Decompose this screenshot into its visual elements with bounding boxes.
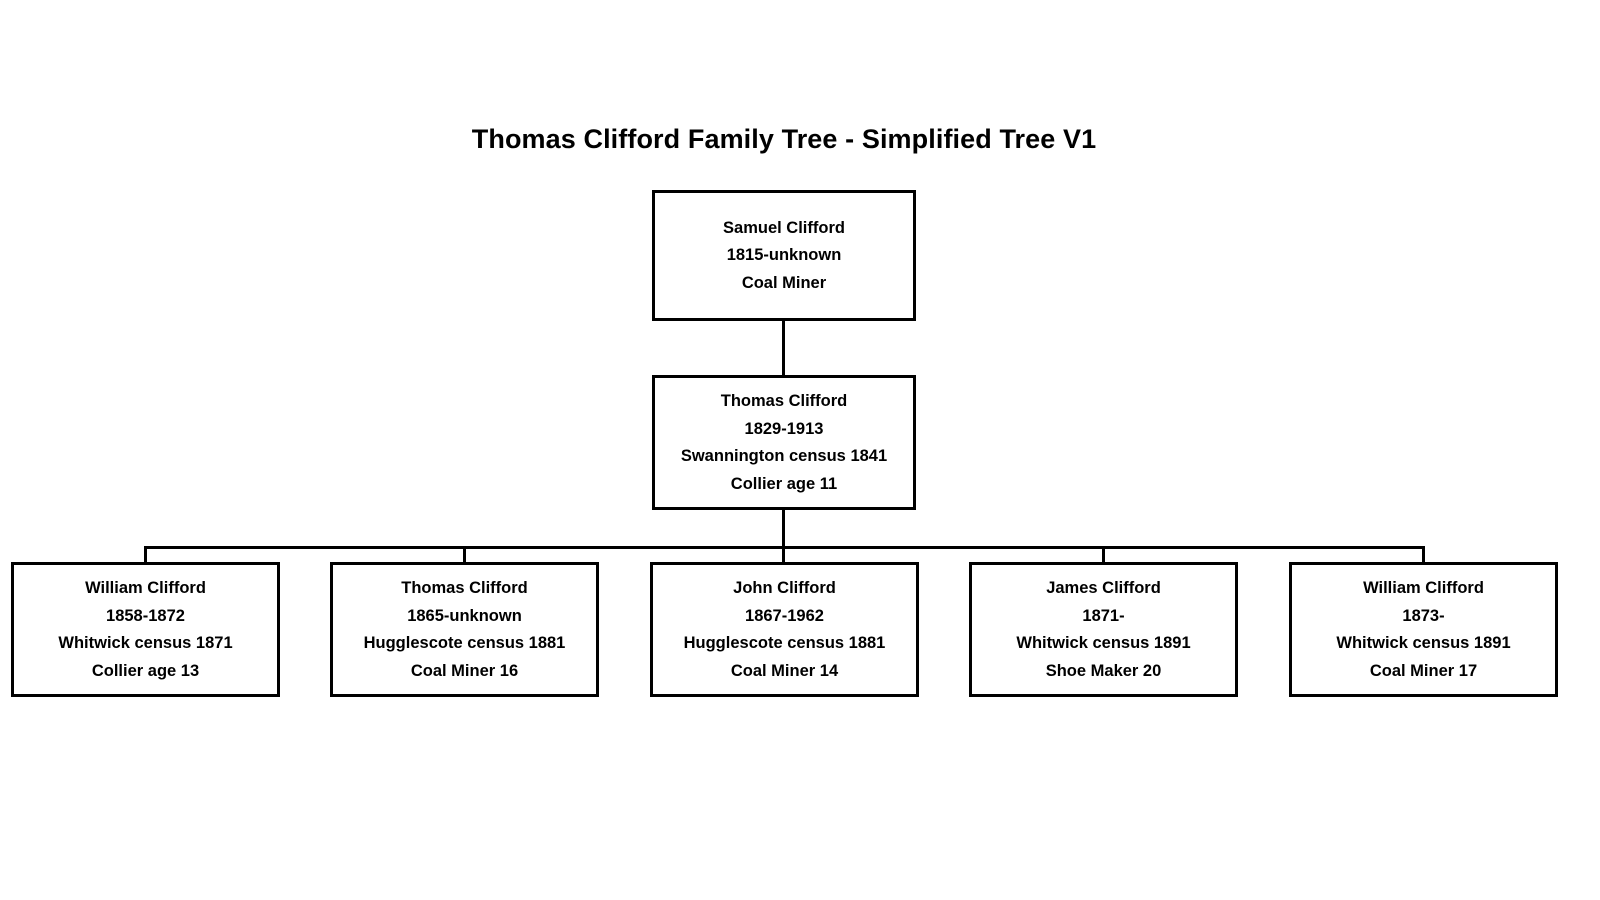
node-occupation: Collier age 13	[91, 661, 200, 680]
node-dates: 1829-1913	[744, 419, 824, 438]
node-samuel-clifford[interactable]: Samuel Clifford 1815-unknown Coal Miner	[652, 190, 916, 321]
connector-drop-child-3	[782, 546, 785, 562]
node-james-clifford-1871[interactable]: James Clifford 1871- Whitwick census 189…	[969, 562, 1238, 697]
node-dates: 1815-unknown	[726, 246, 842, 265]
node-dates: 1865-unknown	[407, 606, 522, 625]
node-john-clifford-1867[interactable]: John Clifford 1867-1962 Hugglescote cens…	[650, 562, 919, 697]
node-thomas-clifford[interactable]: Thomas Clifford 1829-1913 Swannington ce…	[652, 375, 916, 510]
node-dates: 1858-1872	[106, 606, 185, 625]
node-dates: 1867-1962	[745, 606, 824, 625]
node-occupation: Shoe Maker 20	[1045, 661, 1162, 680]
connector-drop-child-2	[463, 546, 466, 562]
connector-gen2-stem	[782, 510, 785, 548]
node-occupation: Coal Miner 14	[730, 661, 839, 680]
node-thomas-clifford-1865[interactable]: Thomas Clifford 1865-unknown Hugglescote…	[330, 562, 599, 697]
node-name: Thomas Clifford	[720, 392, 848, 410]
node-occupation: Coal Miner	[741, 273, 827, 292]
node-dates: 1871-	[1082, 606, 1125, 625]
node-census: Whitwick census 1891	[1336, 634, 1511, 652]
node-census: Whitwick census 1871	[58, 634, 233, 652]
node-occupation: Collier age 11	[730, 474, 838, 493]
node-census: Hugglescote census 1881	[363, 634, 566, 652]
node-dates: 1873-	[1402, 606, 1445, 625]
node-name: Thomas Clifford	[401, 579, 528, 597]
node-william-clifford-1873[interactable]: William Clifford 1873- Whitwick census 1…	[1289, 562, 1558, 697]
node-name: William Clifford	[1363, 579, 1484, 597]
node-occupation: Coal Miner 17	[1369, 661, 1478, 680]
node-name: Samuel Clifford	[723, 218, 845, 237]
connector-root-to-gen2	[782, 321, 785, 375]
node-name: James Clifford	[1046, 579, 1161, 597]
connector-drop-child-4	[1102, 546, 1105, 562]
connector-drop-child-5	[1422, 546, 1425, 562]
node-occupation: Coal Miner 16	[410, 661, 519, 680]
node-census: Hugglescote census 1881	[683, 634, 886, 652]
node-census: Swannington census 1841	[680, 447, 888, 465]
connector-drop-child-1	[144, 546, 147, 562]
node-census: Whitwick census 1891	[1016, 634, 1191, 652]
node-william-clifford-1858[interactable]: William Clifford 1858-1872 Whitwick cens…	[11, 562, 280, 697]
node-name: William Clifford	[85, 579, 206, 597]
node-name: John Clifford	[733, 579, 836, 597]
page-title: Thomas Clifford Family Tree - Simplified…	[471, 124, 1097, 154]
